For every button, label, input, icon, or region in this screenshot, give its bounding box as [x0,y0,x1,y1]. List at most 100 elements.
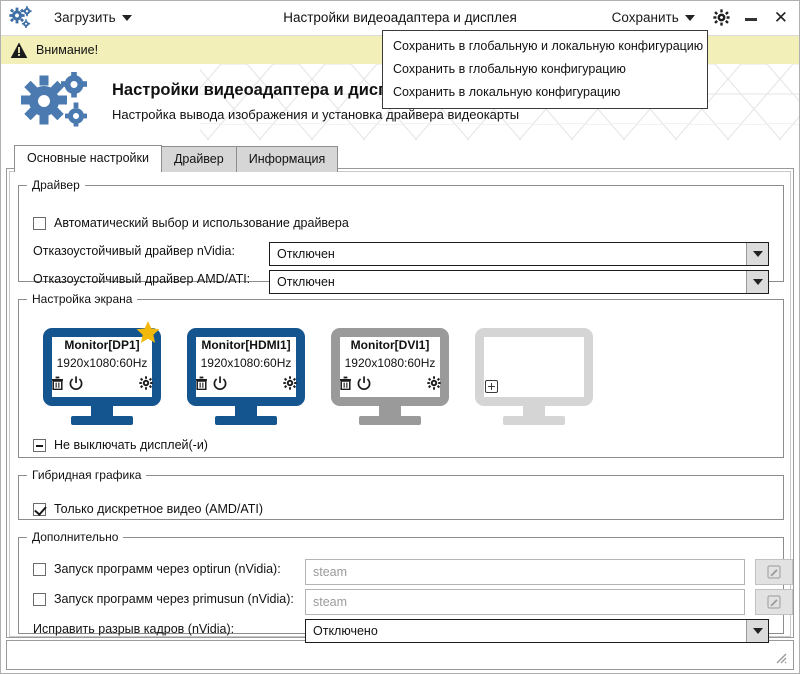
banner-subtitle: Настройка вывода изображения и установка… [112,107,520,122]
amd-fallback-row: Отказоустойчивый драйвер AMD/ATI: [33,272,263,286]
load-menu-button[interactable]: Загрузить [50,7,136,28]
tab-main-settings[interactable]: Основные настройки [14,145,162,172]
auto-driver-label: Автоматический выбор и использование дра… [54,216,349,230]
tearfree-value: Отключено [313,624,378,638]
nvidia-fallback-label: Отказоустойчивый драйвер nVidia: [33,244,235,258]
tearfree-combobox[interactable]: Отключено [305,619,769,643]
nvidia-fallback-value: Отключен [277,247,335,261]
settings-gear-icon[interactable] [713,9,730,26]
primusrun-checkbox[interactable] [33,592,46,606]
monitor-neck [91,406,113,416]
star-icon[interactable] [135,320,161,345]
nvidia-fallback-row: Отказоустойчивый драйвер nVidia: [33,244,263,258]
menu-item-save-global[interactable]: Сохранить в глобальную конфигурацию [393,62,626,76]
monitor-card-hdmi1[interactable]: Monitor[HDMI1] 1920x1080:60Hz [179,328,313,426]
monitor-neck [235,406,257,416]
chevron-down-icon [684,14,695,21]
auto-driver-row: Автоматический выбор и использование дра… [33,216,349,230]
monitor-bezel [475,328,593,406]
primusrun-field[interactable] [305,589,745,615]
pencil-icon [767,565,781,579]
chevron-down-icon [121,14,132,21]
monitor-list: Monitor[DP1] 1920x1080:60Hz [35,321,601,426]
tearfree-label: Исправить разрыв кадров (nVidia): [33,622,235,636]
optirun-label: Запуск программ через optirun (nVidia): [54,562,281,576]
extra-group-legend: Дополнительно [32,530,119,544]
monitor-bezel [43,328,161,406]
optirun-edit-button[interactable] [755,559,793,585]
menu-item-save-local[interactable]: Сохранить в локальную конфигурацию [393,85,621,99]
discrete-video-label: Только дискретное видео (AMD/ATI) [54,502,264,516]
driver-group-legend: Драйвер [32,178,80,192]
primusrun-input[interactable] [306,594,744,610]
optirun-checkbox[interactable] [33,562,46,576]
monitor-neck [379,406,401,416]
discrete-video-row: Только дискретное видео (AMD/ATI) [33,502,263,516]
resize-grip-icon[interactable] [774,651,788,665]
screen-group-legend: Настройка экрана [32,292,133,306]
optirun-row: Запуск программ через optirun (nVidia): [33,562,281,576]
banner-title: Настройки видеоадаптера и дисплея [112,81,418,99]
hybrid-graphics-group: Гибридная графика Только дискретное виде… [18,468,784,520]
gear-icon[interactable] [427,376,441,390]
power-icon[interactable] [357,376,371,390]
plus-box-icon[interactable] [485,380,498,393]
tab-bar: Основные настройки Драйвер Информация [14,145,339,172]
keep-display-on-checkbox[interactable] [33,438,46,452]
monitor-base [503,416,565,425]
optirun-field[interactable] [305,559,745,585]
auto-driver-checkbox[interactable] [33,216,46,230]
gear-icon[interactable] [283,376,297,390]
banner-gears-logo-icon [18,69,96,139]
monitor-actions [339,376,441,390]
monitor-base [359,416,421,425]
keep-display-on-row: Не выключать дисплей(-и) [33,438,208,452]
monitor-card-add-new[interactable] [467,328,601,426]
optirun-input[interactable] [306,564,744,580]
monitor-actions [51,376,153,390]
tearfree-dropdown-arrow[interactable] [746,620,768,642]
primusrun-label: Запуск программ через primusun (nVidia): [54,592,294,606]
gear-icon[interactable] [139,376,153,390]
monitor-actions [195,376,297,390]
menu-item-save-global-local[interactable]: Сохранить в глобальную и локальную конфи… [393,39,704,53]
trash-icon[interactable] [339,376,352,390]
amd-fallback-combobox[interactable]: Отключен [269,270,769,294]
power-icon[interactable] [69,376,83,390]
save-menu-label: Сохранить [611,10,679,25]
primusrun-row: Запуск программ через primusun (nVidia): [33,592,294,606]
load-menu-label: Загрузить [54,10,116,25]
amd-fallback-dropdown-arrow[interactable] [746,271,768,293]
nvidia-fallback-dropdown-arrow[interactable] [746,243,768,265]
extra-group: Дополнительно Запуск программ через opti… [18,530,793,643]
monitor-name: Monitor[DVI1] [350,338,430,352]
tearfree-row: Исправить разрыв кадров (nVidia): [33,622,234,636]
main-panel: Драйвер Автоматический выбор и использов… [6,168,794,643]
primusrun-edit-button[interactable] [755,589,793,615]
pencil-icon [767,595,781,609]
screen-group: Настройка экрана Monitor[DP1] 1920x1080:… [18,292,784,458]
monitor-base [215,416,277,425]
tab-information[interactable]: Информация [235,146,339,172]
driver-group: Драйвер Автоматический выбор и использов… [18,178,784,294]
monitor-resolution: 1920x1080:60Hz [56,356,148,370]
discrete-video-checkbox[interactable] [33,502,46,516]
save-menu-button[interactable]: Сохранить [608,7,699,28]
monitor-card-dvi1[interactable]: Monitor[DVI1] 1920x1080:60Hz [323,328,457,426]
nvidia-fallback-combobox[interactable]: Отключен [269,242,769,266]
amd-fallback-label: Отказоустойчивый драйвер AMD/ATI: [33,272,251,286]
power-icon[interactable] [213,376,227,390]
close-button[interactable]: ✕ [773,7,788,27]
trash-icon[interactable] [51,376,64,390]
monitor-base [71,416,133,425]
status-bar [6,640,794,670]
monitor-bezel [331,328,449,406]
trash-icon[interactable] [195,376,208,390]
minimize-button[interactable] [744,11,758,25]
save-dropdown-menu[interactable]: Сохранить в глобальную и локальную конфи… [382,30,708,109]
tab-driver[interactable]: Драйвер [160,146,237,172]
warning-text: Внимание! [36,43,99,57]
monitor-bezel [187,328,305,406]
monitor-resolution: 1920x1080:60Hz [200,356,292,370]
monitor-card-dp1[interactable]: Monitor[DP1] 1920x1080:60Hz [35,321,169,426]
